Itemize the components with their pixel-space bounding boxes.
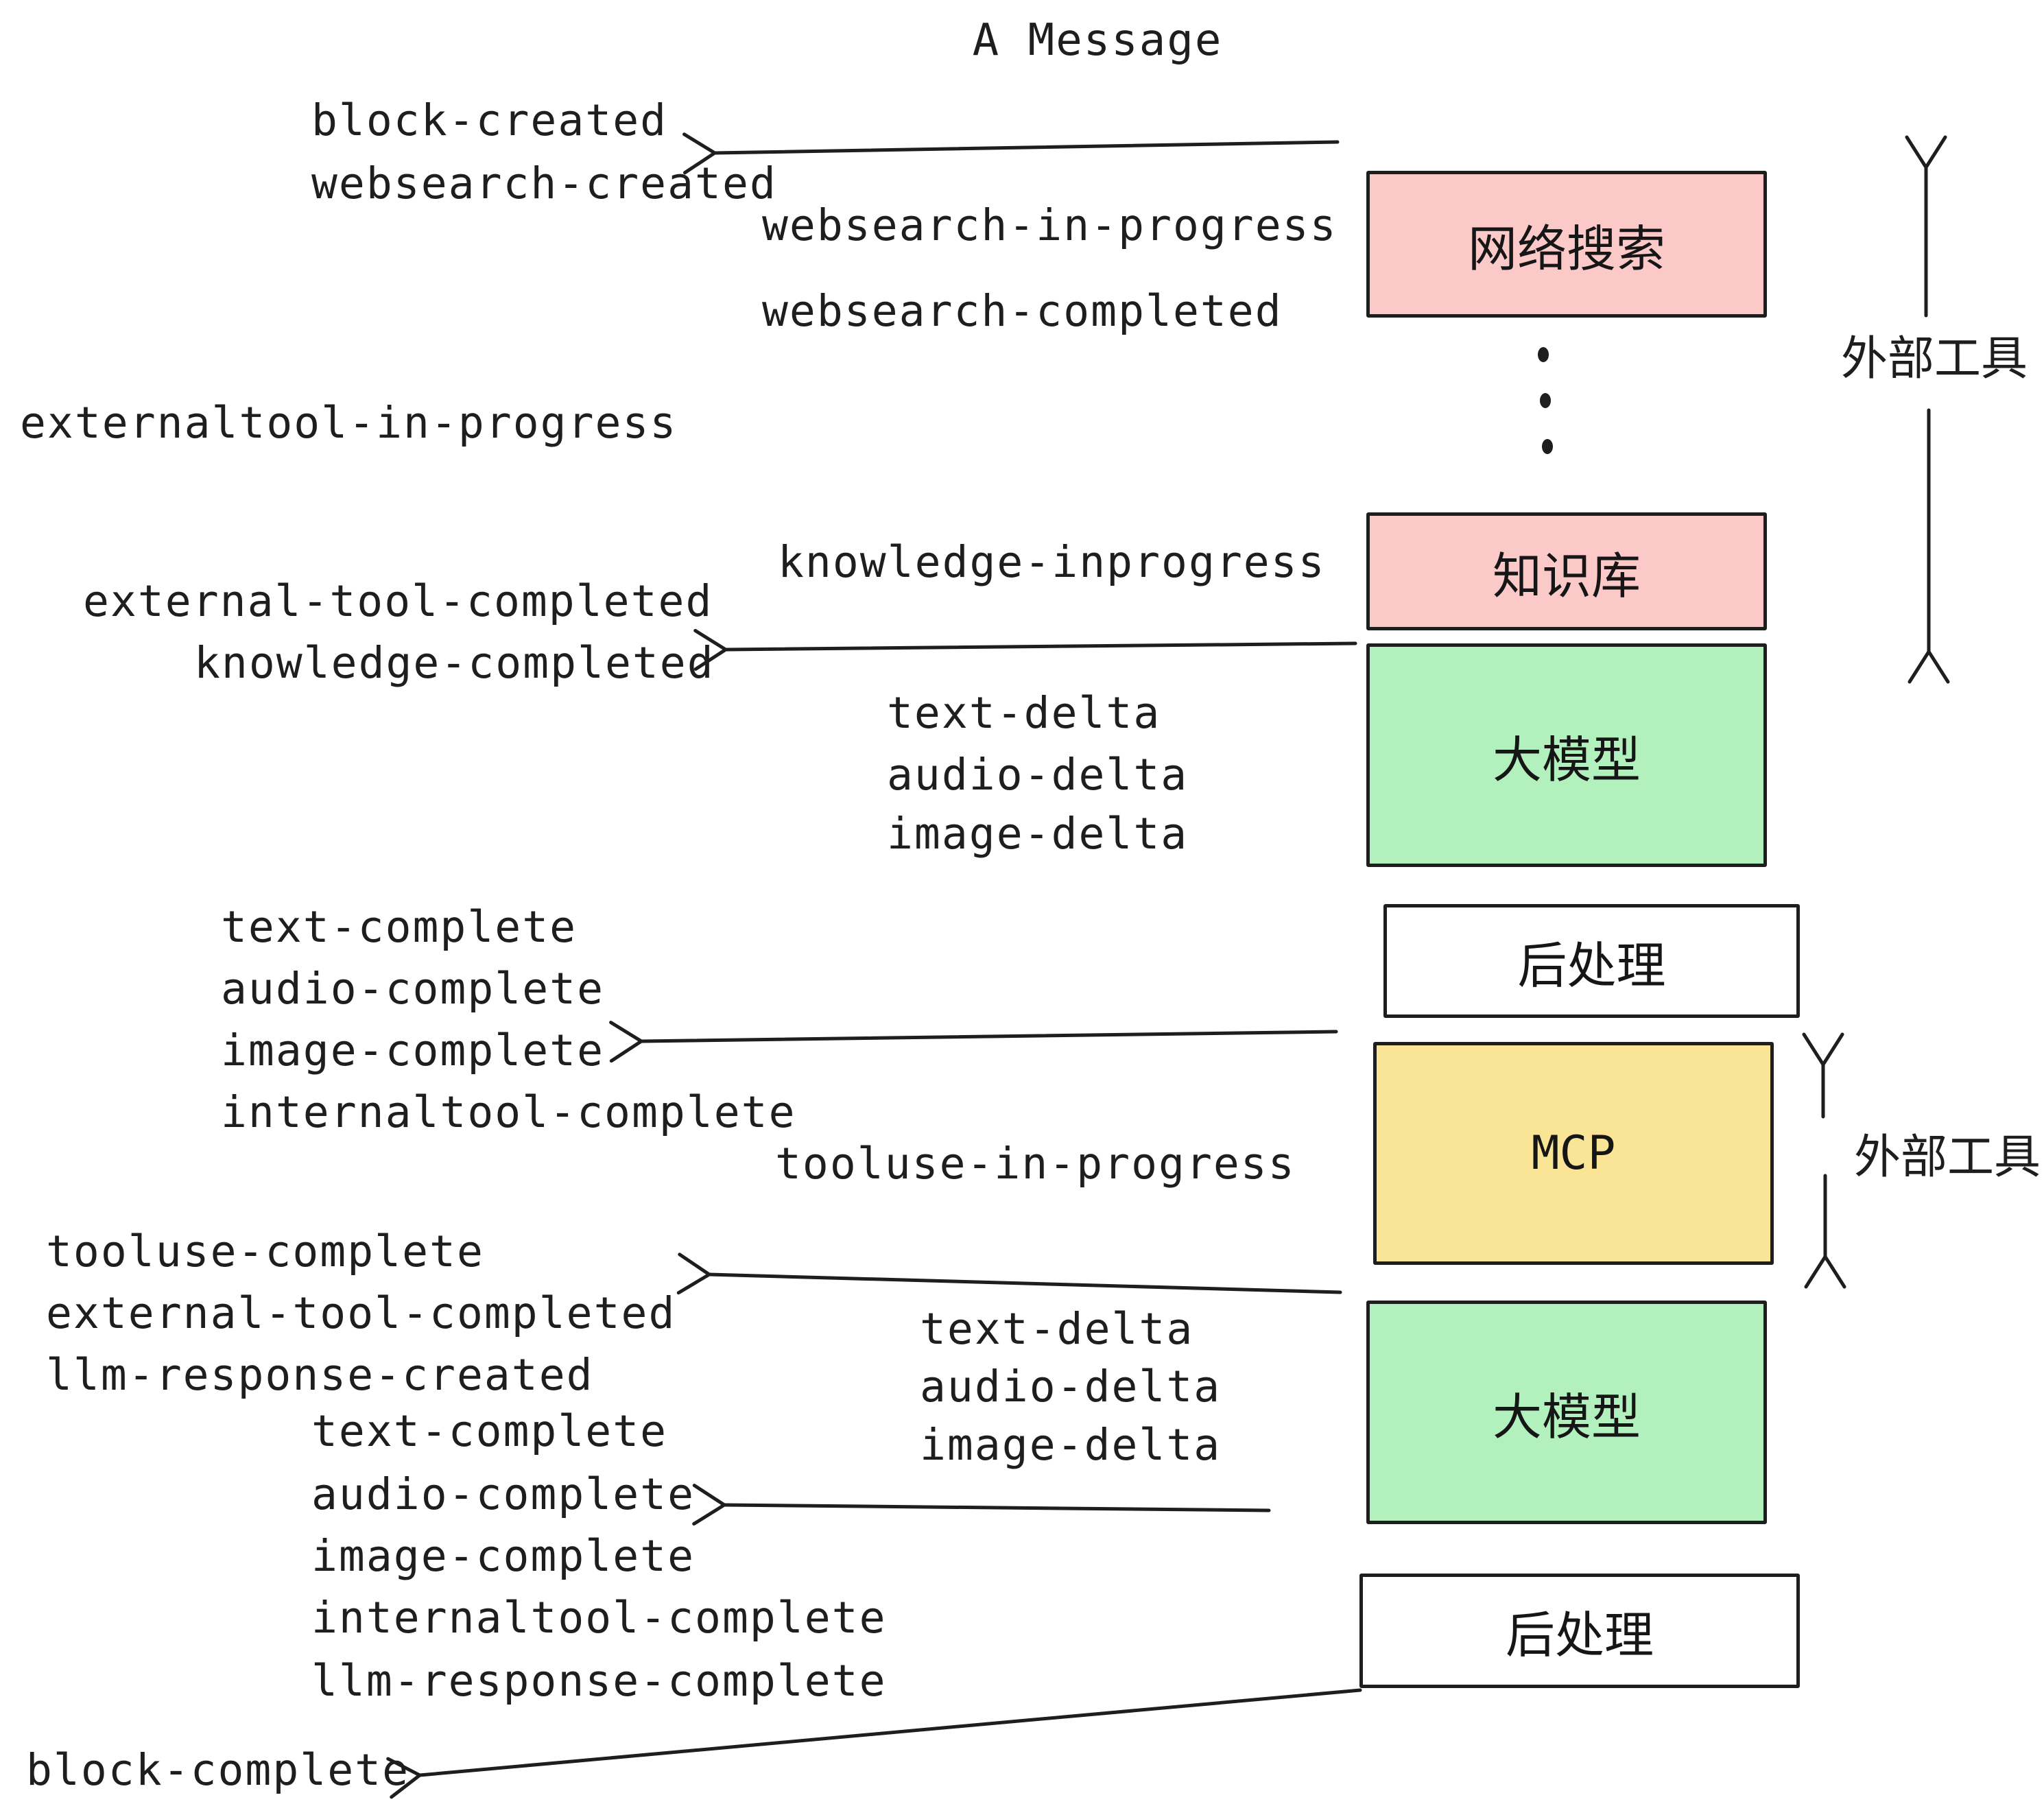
event-internaltool-complete-2: internaltool-complete [311,1593,887,1643]
vertical-ellipsis-dots [1538,347,1553,454]
event-llm-response-complete: llm-response-complete [311,1656,887,1706]
event-image-delta-1: image-delta [887,809,1189,859]
arrow-to-tooluse-complete [676,1253,1342,1295]
annotation-external-tools-2: 外部工具 [1854,1130,2041,1185]
node-websearch: 网络搜索 [1366,171,1767,318]
event-text-complete-1: text-complete [221,902,578,952]
event-externaltool-in-progress: externaltool-in-progress [20,398,678,448]
event-text-delta-1: text-delta [887,688,1161,738]
arrow-to-image-complete [609,1021,1338,1063]
event-audio-complete-2: audio-complete [311,1469,696,1519]
event-websearch-completed: websearch-completed [762,286,1283,336]
diagram-title: A Message [972,15,1223,66]
event-external-tool-completed-1: external-tool-completed [83,576,713,626]
event-websearch-in-progress: websearch-in-progress [762,200,1338,250]
arrow-to-websearch-created [682,132,1340,175]
node-knowledge: 知识库 [1366,512,1767,630]
event-tooluse-in-progress: tooluse-in-progress [775,1139,1296,1189]
event-image-complete-1: image-complete [221,1025,605,1076]
event-text-complete-2: text-complete [311,1406,668,1456]
event-text-delta-2: text-delta [920,1304,1194,1354]
event-image-complete-2: image-complete [311,1531,696,1581]
node-postprocess-1: 后处理 [1383,904,1800,1018]
event-llm-response-created: llm-response-created [46,1350,594,1400]
event-audio-delta-1: audio-delta [887,750,1189,800]
event-internaltool-complete-1: internaltool-complete [221,1087,796,1137]
event-audio-complete-1: audio-complete [221,964,605,1014]
event-tooluse-complete: tooluse-complete [46,1226,484,1277]
event-audio-delta-2: audio-delta [920,1362,1222,1412]
event-image-delta-2: image-delta [920,1420,1222,1470]
event-external-tool-completed-2: external-tool-completed [46,1288,676,1338]
node-postprocess-2: 后处理 [1359,1574,1800,1688]
arrow-to-knowledge-completed [693,628,1357,671]
event-websearch-created: websearch-created [311,158,777,209]
event-block-complete: block-complete [26,1745,410,1795]
node-llm-1: 大模型 [1366,643,1767,867]
annotation-external-tools-1: 外部工具 [1841,332,2028,386]
node-llm-2: 大模型 [1366,1301,1767,1524]
arrow-to-audio-complete [692,1484,1271,1526]
event-block-created: block-created [311,95,668,145]
event-knowledge-completed: knowledge-completed [194,638,715,688]
event-knowledge-inprogress: knowledge-inprogress [778,537,1326,587]
node-mcp: MCP [1373,1042,1774,1265]
